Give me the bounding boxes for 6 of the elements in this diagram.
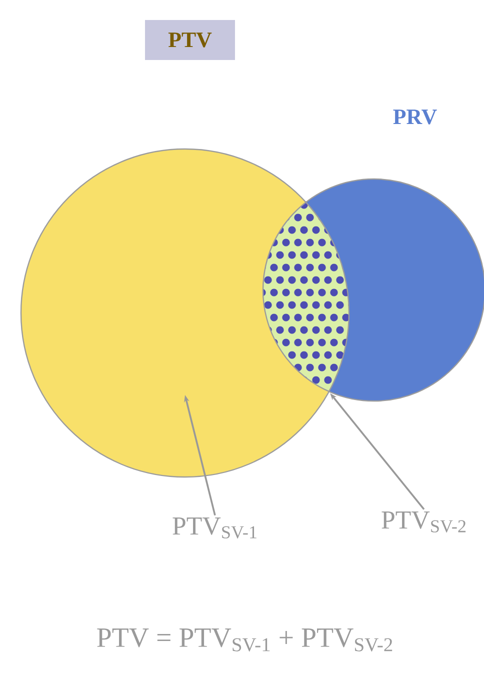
region-label: PTV$_{SV-1}$ <box>172 518 256 538</box>
region-label: PTV$_{SV-2}$ <box>382 512 466 532</box>
legend-box: PTV <box>145 20 235 60</box>
circle-label: PRV <box>393 110 437 124</box>
hatched-lens <box>262 202 350 392</box>
formula-text: PTV = PTV$_{SV-1}$ + PTV$_{SV-2}$ <box>97 628 392 652</box>
